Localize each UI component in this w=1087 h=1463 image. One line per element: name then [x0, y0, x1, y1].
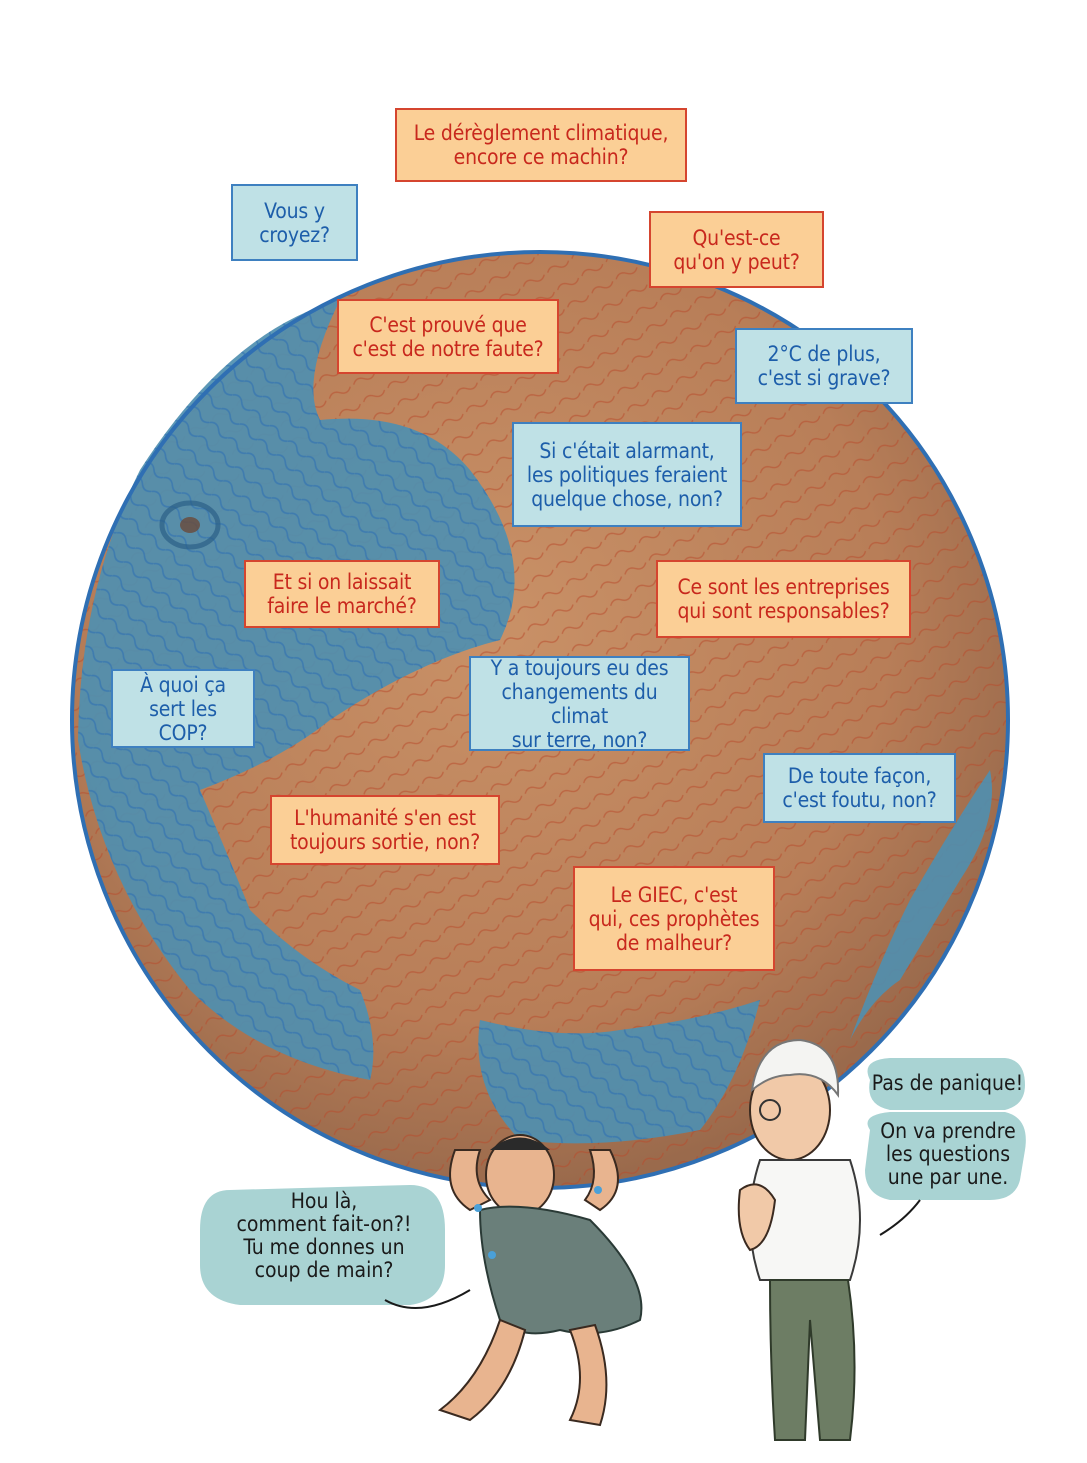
- question-box-humanity: L'humanité s'en est toujours sortie, non…: [270, 795, 500, 865]
- question-box-two-degrees: 2°C de plus, c'est si grave?: [735, 328, 913, 404]
- question-box-companies: Ce sont les entreprises qui sont respons…: [656, 560, 911, 638]
- question-box-cop: À quoi ça sert les COP?: [111, 669, 255, 748]
- question-box-doomed: De toute façon, c'est foutu, non?: [763, 753, 956, 823]
- scientist-speech-bubble: [865, 1058, 1026, 1236]
- scientist-speech-text-1: Pas de panique!: [871, 1071, 1024, 1095]
- question-box-climate-disruption: Le dérèglement climatique, encore ce mac…: [395, 108, 687, 182]
- ocean-east: [850, 770, 992, 1040]
- atlas-speech-bubble: [200, 1185, 471, 1309]
- question-box-climate-changes: Y a toujours eu des changements du clima…: [469, 656, 690, 752]
- question-box-market: Et si on laissait faire le marché?: [244, 560, 440, 628]
- scientist-speech-text-2: On va prendre les questions une par une.: [880, 1119, 1016, 1189]
- question-box-what-can-we-do: Qu'est-ce qu'on y peut?: [649, 211, 824, 288]
- question-box-politicians: Si c'était alarmant, les politiques fera…: [512, 422, 742, 527]
- scientist-figure: [737, 1038, 861, 1441]
- question-box-do-you-believe: Vous y croyez?: [231, 184, 358, 261]
- question-box-our-fault: C'est prouvé que c'est de notre faute?: [337, 299, 559, 374]
- question-box-giec: Le GIEC, c'est qui, ces prophètes de mal…: [573, 866, 775, 971]
- atlas-figure: [437, 1134, 643, 1427]
- atlas-speech-text: Hou là, comment fait-on?! Tu me donnes u…: [236, 1189, 412, 1282]
